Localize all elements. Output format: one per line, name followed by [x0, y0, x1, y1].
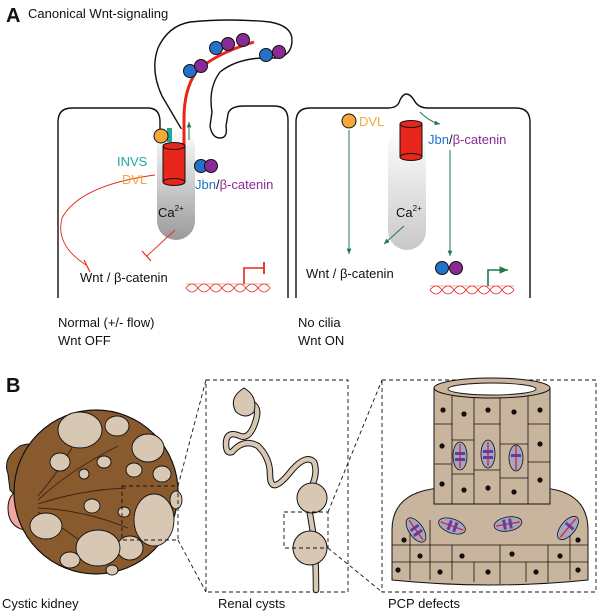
- cysts-box: [205, 379, 349, 593]
- left-dvl-dot: [153, 128, 169, 144]
- right-dvl-label: DVL: [359, 114, 384, 129]
- left-inhibit-line-1: [60, 174, 156, 266]
- left-inhibit-line-2: [146, 229, 176, 257]
- left-ca-text: Ca: [158, 205, 175, 220]
- panel-a: A Canonical Wnt-signaling: [6, 5, 531, 348]
- cysts-label: Renal cysts: [218, 596, 286, 611]
- cystic-kidney: Cystic kidney: [2, 409, 183, 611]
- left-bcat-dot: [204, 159, 218, 173]
- right-dna-helix: [429, 285, 515, 295]
- left-ca-sup: 2+: [175, 204, 184, 213]
- right-wnt-label: Wnt / β-catenin: [306, 266, 394, 281]
- zoom-lines-2: [327, 379, 383, 593]
- left-wnt-label: Wnt / β-catenin: [80, 270, 168, 285]
- pcp-base: [391, 487, 589, 586]
- panel-b: B: [2, 375, 597, 611]
- right-channel-cylinder: [399, 120, 423, 161]
- panel-a-letter: A: [6, 5, 20, 27]
- right-ca-sup: 2+: [413, 204, 422, 213]
- left-cell: INVS DVL Jbn/β-catenin Ca2+ Wnt / β-cate…: [57, 19, 293, 348]
- left-promoter-blocked: [243, 267, 264, 284]
- left-invs-label: INVS: [117, 154, 148, 169]
- right-caption-1: No cilia: [298, 315, 341, 330]
- right-sep-label: /: [449, 132, 453, 147]
- panel-b-letter: B: [6, 375, 20, 397]
- right-cell: DVL Jbn/β-catenin Ca2+ Wnt / β-catenin N…: [295, 93, 531, 348]
- right-jbn-dot: [435, 261, 449, 275]
- kidney-label: Cystic kidney: [2, 596, 79, 611]
- cysts-zoom-box: [283, 511, 329, 549]
- left-channel-cylinder: [162, 142, 186, 186]
- left-jbn-label: Jbn: [195, 177, 216, 192]
- left-jbn-bcat-label: Jbn/β-catenin: [195, 177, 273, 192]
- right-jbn-bcat-label: Jbn/β-catenin: [428, 132, 506, 147]
- panel-a-title: Canonical Wnt-signaling: [28, 6, 168, 21]
- kidney-zoom-box: [121, 485, 179, 541]
- pcp-spindles: [405, 439, 579, 543]
- pcp-nuclei: [395, 407, 581, 575]
- right-arrow-top: [419, 111, 441, 126]
- pcp-defects: PCP defects: [381, 377, 597, 611]
- left-caption-2: Wnt OFF: [58, 333, 111, 348]
- kidney-cysts: [29, 411, 183, 576]
- renal-cysts: Renal cysts: [205, 379, 349, 611]
- right-jbn-label: Jbn: [428, 132, 449, 147]
- right-ca-text: Ca: [396, 205, 413, 220]
- right-bcat-label: β-catenin: [453, 132, 507, 147]
- pcp-base-grid: [392, 520, 588, 584]
- left-cilium-dots: [183, 33, 286, 78]
- left-bcat-label: β-catenin: [220, 177, 274, 192]
- pcp-tube-lumen: [447, 382, 537, 396]
- right-promoter-active: [487, 266, 508, 286]
- zoom-lines-1: [177, 379, 207, 593]
- left-ca-label: Ca2+: [158, 204, 184, 220]
- right-ca-label: Ca2+: [396, 204, 422, 220]
- left-invs-bar: [167, 128, 172, 142]
- right-dvl-dot: [341, 113, 357, 129]
- right-caption-2: Wnt ON: [298, 333, 344, 348]
- left-inhibit-bar-2: [141, 250, 152, 262]
- right-bcat-dot: [449, 261, 463, 275]
- left-caption-1: Normal (+/- flow): [58, 315, 154, 330]
- pcp-label: PCP defects: [388, 596, 461, 611]
- left-dna-helix: [185, 283, 271, 293]
- right-arrow-ca: [383, 225, 405, 245]
- left-dvl-label: DVL: [122, 172, 147, 187]
- left-inhibit-bar-1: [83, 259, 91, 273]
- pcp-tube-grid: [434, 396, 550, 504]
- left-sep-label: /: [216, 177, 220, 192]
